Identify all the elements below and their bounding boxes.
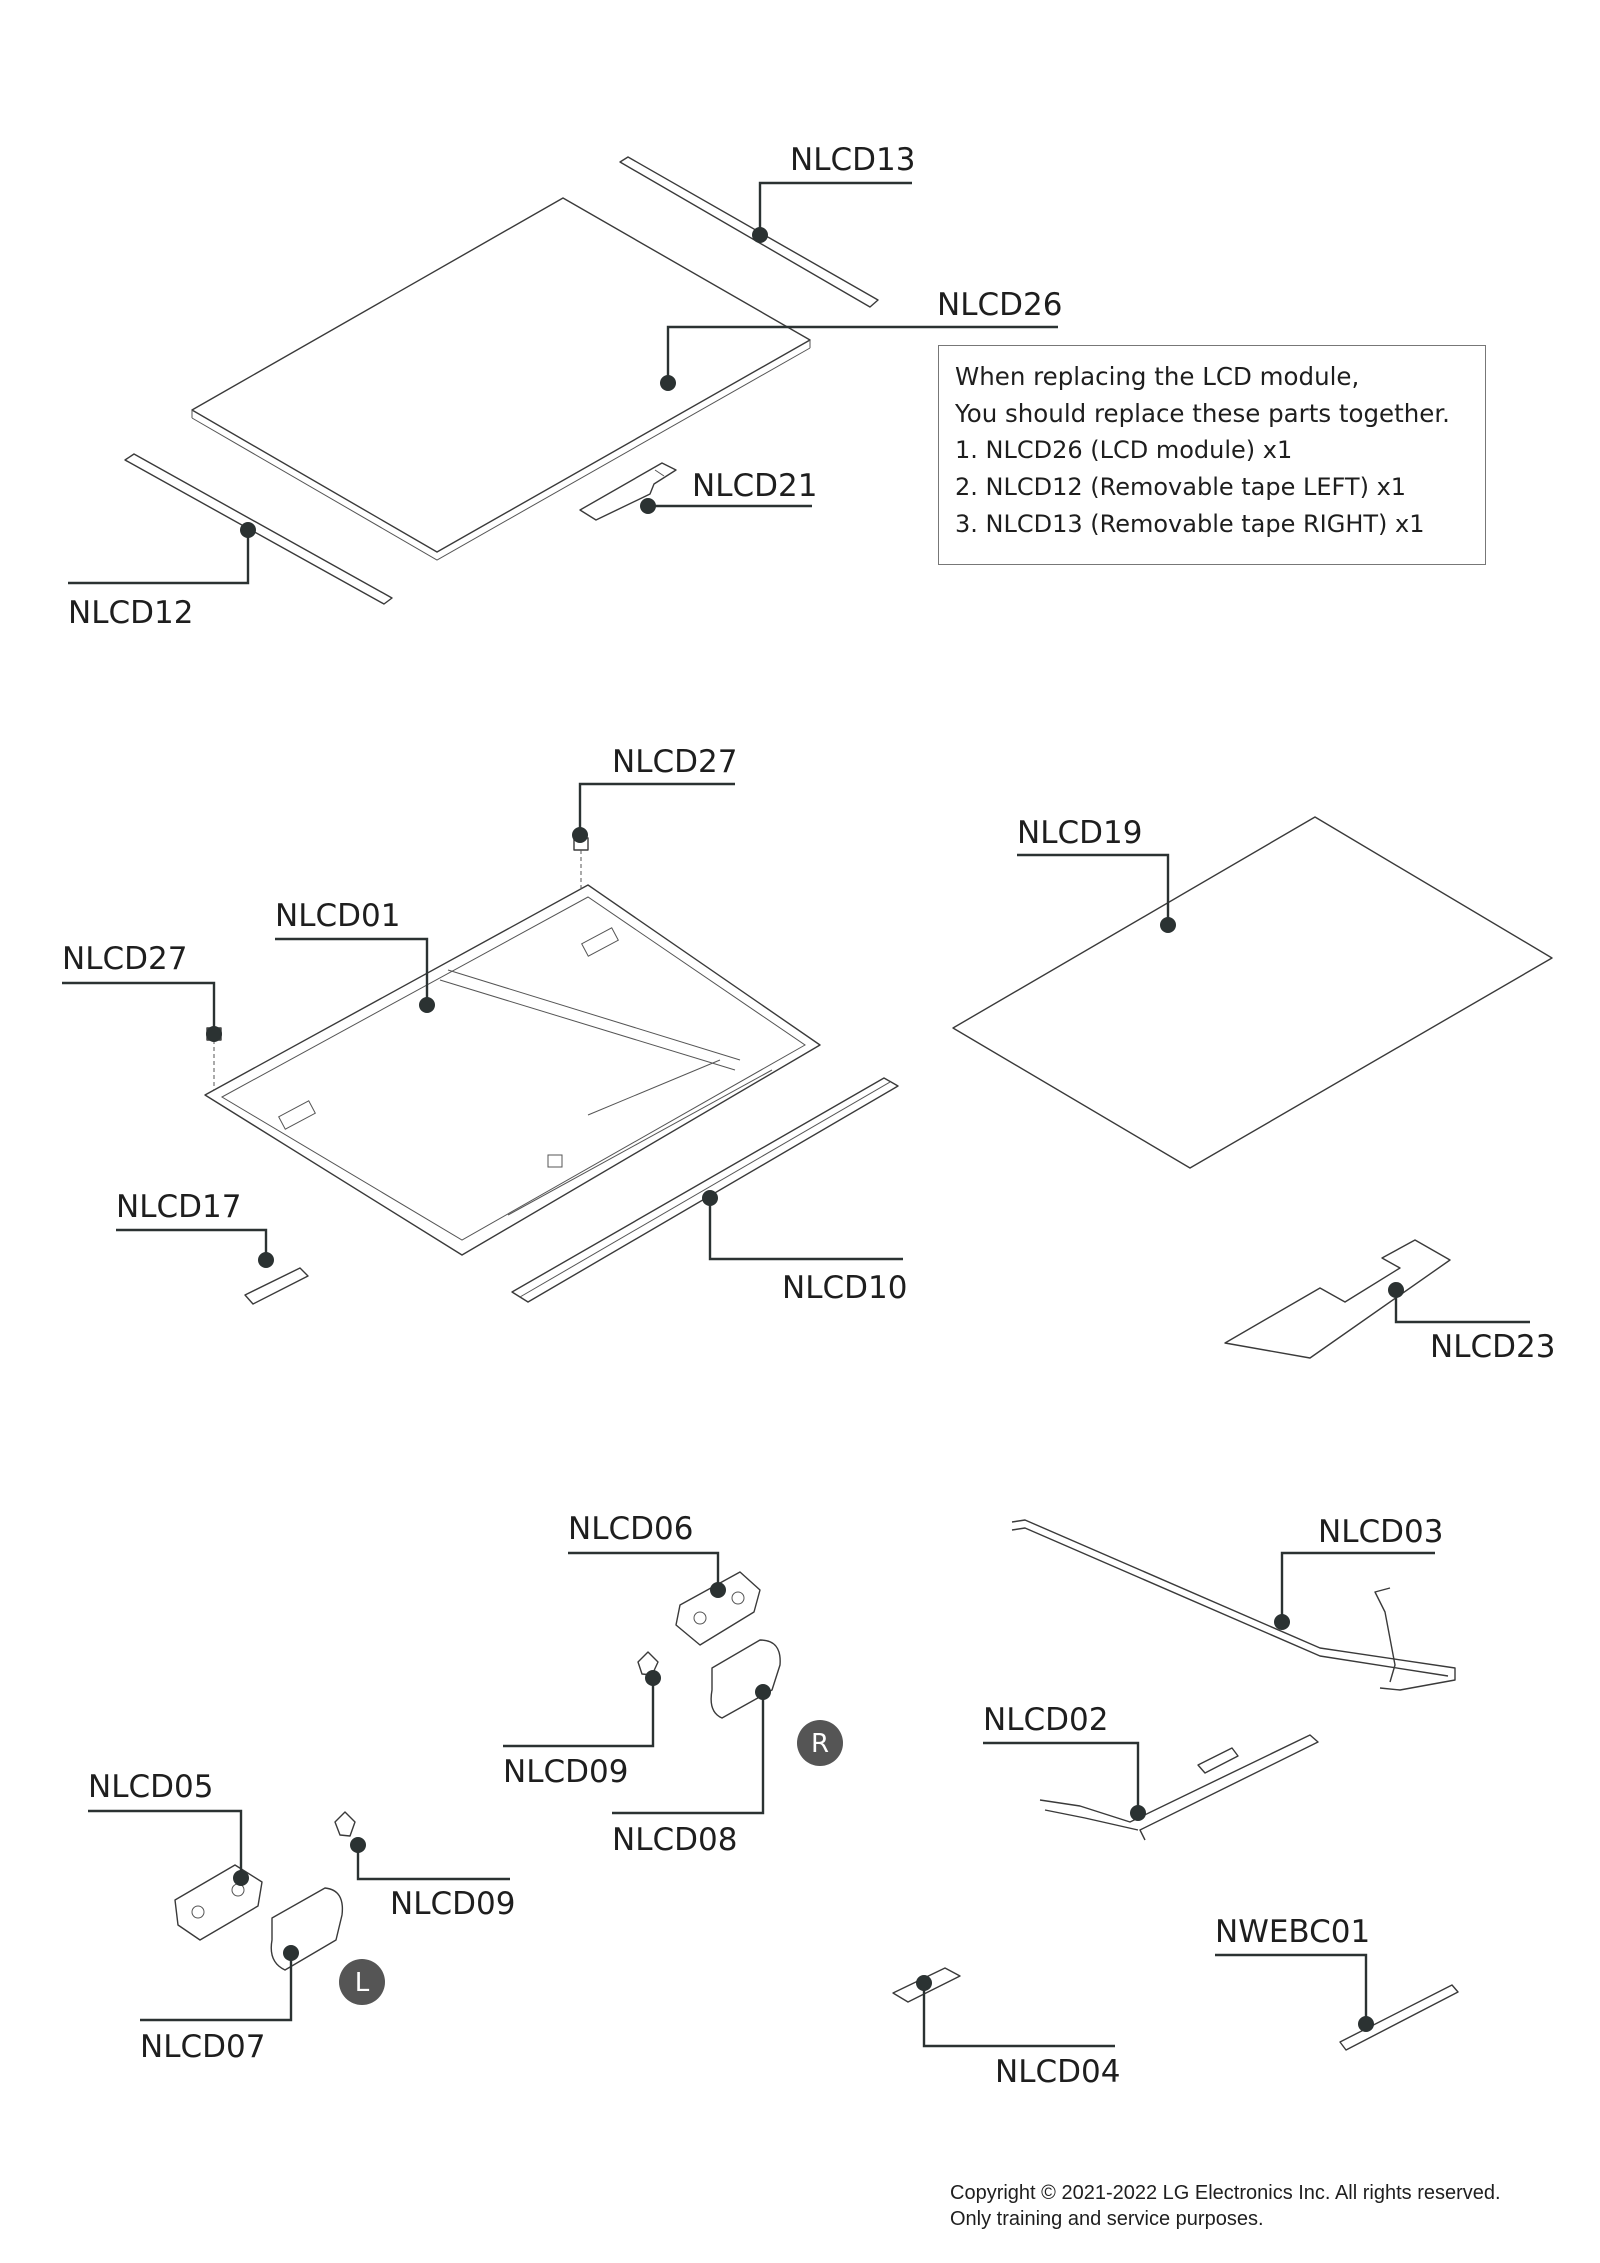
callout-nlcd17: NLCD17: [116, 1189, 274, 1268]
label-nlcd09-right: NLCD09: [503, 1754, 628, 1790]
callout-nlcd08: NLCD08: [612, 1684, 771, 1858]
hinge-cap-left: [270, 1887, 344, 1971]
copyright-footer: Copyright © 2021-2022 LG Electronics Inc…: [950, 2180, 1570, 2232]
callout-nlcd04: NLCD04: [916, 1975, 1120, 2090]
callout-nlcd06: NLCD06: [568, 1511, 726, 1598]
label-nlcd21: NLCD21: [692, 468, 817, 504]
callout-nlcd27-top: NLCD27: [572, 744, 737, 843]
label-nlcd05: NLCD05: [88, 1769, 213, 1805]
callout-nlcd19: NLCD19: [1017, 815, 1176, 933]
hinge-right: [675, 1571, 761, 1646]
label-nlcd17: NLCD17: [116, 1189, 241, 1225]
label-nlcd02: NLCD02: [983, 1702, 1108, 1738]
callout-nlcd01: NLCD01: [275, 898, 435, 1013]
label-nlcd13: NLCD13: [790, 142, 915, 178]
badge-right-side: R: [797, 1720, 843, 1766]
label-nlcd27-top: NLCD27: [612, 744, 737, 780]
callout-nlcd10: NLCD10: [702, 1190, 907, 1306]
label-nlcd26: NLCD26: [937, 287, 1062, 323]
badge-left-label: L: [355, 1968, 370, 1998]
label-nlcd23: NLCD23: [1430, 1329, 1555, 1365]
note-item-1: 1. NLCD26 (LCD module) x1: [955, 436, 1293, 464]
hinge-left: [174, 1864, 263, 1941]
lcd-back-sheet: [952, 816, 1553, 1169]
lcd-cable-short: [1039, 1734, 1319, 1841]
label-nwebc01: NWEBC01: [1215, 1914, 1370, 1950]
callout-nlcd09-left: NLCD09: [350, 1837, 515, 1922]
callout-nlcd13: NLCD13: [752, 142, 915, 243]
lcd-cable-long: [1011, 1519, 1456, 1691]
label-nlcd10: NLCD10: [782, 1270, 907, 1306]
webcam-board: [1339, 1984, 1459, 2051]
top-cover-group: [204, 816, 1553, 1359]
callout-nlcd23: NLCD23: [1388, 1282, 1555, 1365]
replacement-note: When replacing the LCD module, You shoul…: [938, 345, 1486, 565]
note-item-3: 3. NLCD13 (Removable tape RIGHT) x1: [955, 510, 1425, 538]
label-nlcd03: NLCD03: [1318, 1514, 1443, 1550]
hinge-pad-left: [334, 1811, 356, 1837]
label-nlcd19: NLCD19: [1017, 815, 1142, 851]
copyright-text: Copyright © 2021-2022 LG Electronics Inc…: [950, 2182, 1501, 2204]
label-nlcd08: NLCD08: [612, 1822, 737, 1858]
label-nlcd06: NLCD06: [568, 1511, 693, 1547]
callout-nlcd02: NLCD02: [983, 1702, 1146, 1821]
note-line-1: When replacing the LCD module,: [955, 362, 1360, 391]
hinge-cable-group: [174, 1519, 1459, 2051]
usage-text: Only training and service purposes.: [950, 2208, 1264, 2230]
callout-nlcd12: NLCD12: [68, 522, 256, 631]
callout-nlcd26: NLCD26: [660, 287, 1062, 391]
callout-nlcd27-left: NLCD27: [62, 941, 222, 1042]
callout-nlcd09-right: NLCD09: [503, 1670, 661, 1790]
removable-tape-right: [619, 156, 879, 308]
small-tape: [244, 1267, 309, 1305]
lcd-panel-edge: [191, 347, 811, 561]
badge-left-side: L: [339, 1959, 385, 2005]
label-nlcd09-left: NLCD09: [390, 1886, 515, 1922]
lcd-small-cable: [579, 462, 677, 521]
note-item-2: 2. NLCD12 (Removable tape LEFT) x1: [955, 473, 1407, 501]
callout-nlcd07: NLCD07: [140, 1945, 299, 2065]
callout-nlcd03: NLCD03: [1274, 1514, 1443, 1630]
removable-tape-left: [124, 453, 393, 605]
hinge-cover-bar: [511, 1077, 899, 1303]
callout-nlcd21: NLCD21: [640, 468, 817, 514]
label-nlcd27-left: NLCD27: [62, 941, 187, 977]
nlcd23-tape: [1224, 1239, 1451, 1359]
label-nlcd07: NLCD07: [140, 2029, 265, 2065]
label-nlcd12: NLCD12: [68, 595, 193, 631]
hinge-pad-right: [637, 1651, 659, 1676]
callout-nlcd05: NLCD05: [88, 1769, 249, 1886]
lcd-module-group: [124, 156, 879, 605]
lcd-top-cover: [204, 884, 821, 1256]
label-nlcd01: NLCD01: [275, 898, 400, 934]
label-nlcd04: NLCD04: [995, 2054, 1120, 2090]
badge-right-label: R: [811, 1729, 829, 1759]
note-line-2: You should replace these parts together.: [955, 399, 1450, 428]
hinge-cap-right: [710, 1639, 781, 1719]
callout-nwebc01: NWEBC01: [1215, 1914, 1374, 2032]
